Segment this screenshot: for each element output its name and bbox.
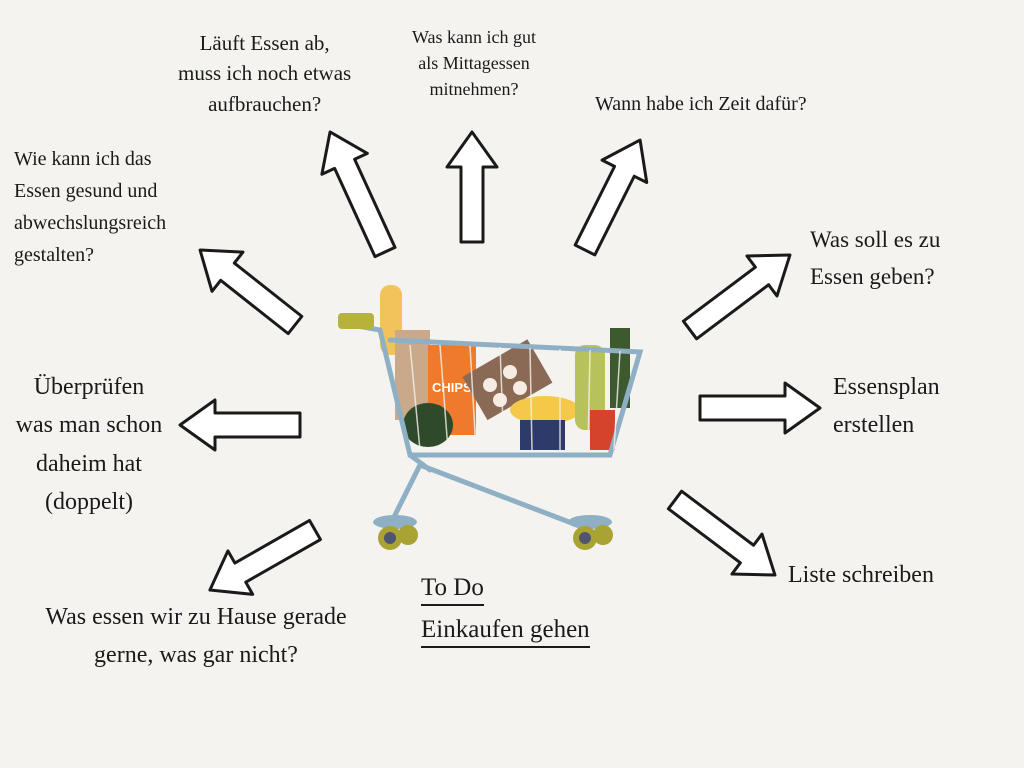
note-line: Essen gesund und — [14, 180, 158, 202]
note-time: Wann habe ich Zeit dafür? — [595, 90, 807, 119]
note-preferences: Was essen wir zu Hause gerade gerne, was… — [12, 598, 380, 675]
note-line: als Mittagessen — [418, 53, 530, 74]
arrow-icon — [573, 138, 649, 257]
arrow-icon — [445, 130, 499, 244]
note-line: erstellen — [833, 412, 915, 439]
note-line: (doppelt) — [45, 489, 133, 516]
note-line: aufbrauchen? — [208, 91, 322, 116]
note-line: gerne, was gar nicht? — [94, 642, 298, 669]
shopping-cart-illustration: CHIPS — [338, 285, 644, 550]
note-line: Was kann ich gut — [412, 27, 537, 47]
arrow-icon — [320, 130, 397, 259]
note-check-home: Überprüfen was man schon daheim hat (dop… — [4, 368, 174, 522]
note-line: daheim hat — [36, 450, 142, 477]
center-subtitle: Einkaufen gehen — [421, 616, 590, 648]
note-line: Was essen wir zu Hause gerade — [45, 604, 347, 630]
arrow-icon — [666, 489, 777, 577]
arrow-icon — [698, 381, 822, 435]
note-line: Liste schreiben — [788, 562, 934, 588]
arrow-icon — [208, 518, 322, 596]
center-title: To Do — [421, 574, 484, 606]
note-line: Wann habe ich Zeit dafür? — [595, 93, 807, 115]
note-what-to-eat: Was soll es zu Essen geben? — [810, 222, 940, 296]
note-write-list: Liste schreiben — [788, 558, 934, 593]
note-line: was man schon — [15, 412, 163, 439]
arrow-icon — [681, 253, 792, 341]
note-line: muss ich noch etwas — [178, 61, 352, 86]
chips-label: CHIPS — [432, 380, 472, 395]
note-line: abwechslungsreich — [14, 212, 167, 234]
note-line: mitnehmen? — [429, 79, 519, 100]
note-line: Wie kann ich das — [14, 148, 152, 170]
note-line: Was soll es zu — [810, 227, 941, 252]
note-line: Läuft Essen ab, — [199, 31, 330, 55]
center-title-block: To Do Einkaufen gehen — [421, 570, 590, 649]
note-meal-plan: Essensplan erstellen — [833, 368, 940, 445]
note-healthy: Wie kann ich das Essen gesund und abwech… — [14, 143, 166, 271]
arrow-icon — [198, 248, 304, 336]
note-line: Essen geben? — [810, 263, 935, 289]
arrow-icon — [178, 398, 302, 452]
note-line: Überprüfen — [33, 374, 145, 400]
note-lunch: Was kann ich gut als Mittagessen mitnehm… — [412, 24, 536, 102]
note-line: gestalten? — [14, 244, 94, 266]
note-expiring-food: Läuft Essen ab, muss ich noch etwas aufb… — [178, 28, 351, 119]
note-line: Essensplan — [833, 374, 940, 400]
